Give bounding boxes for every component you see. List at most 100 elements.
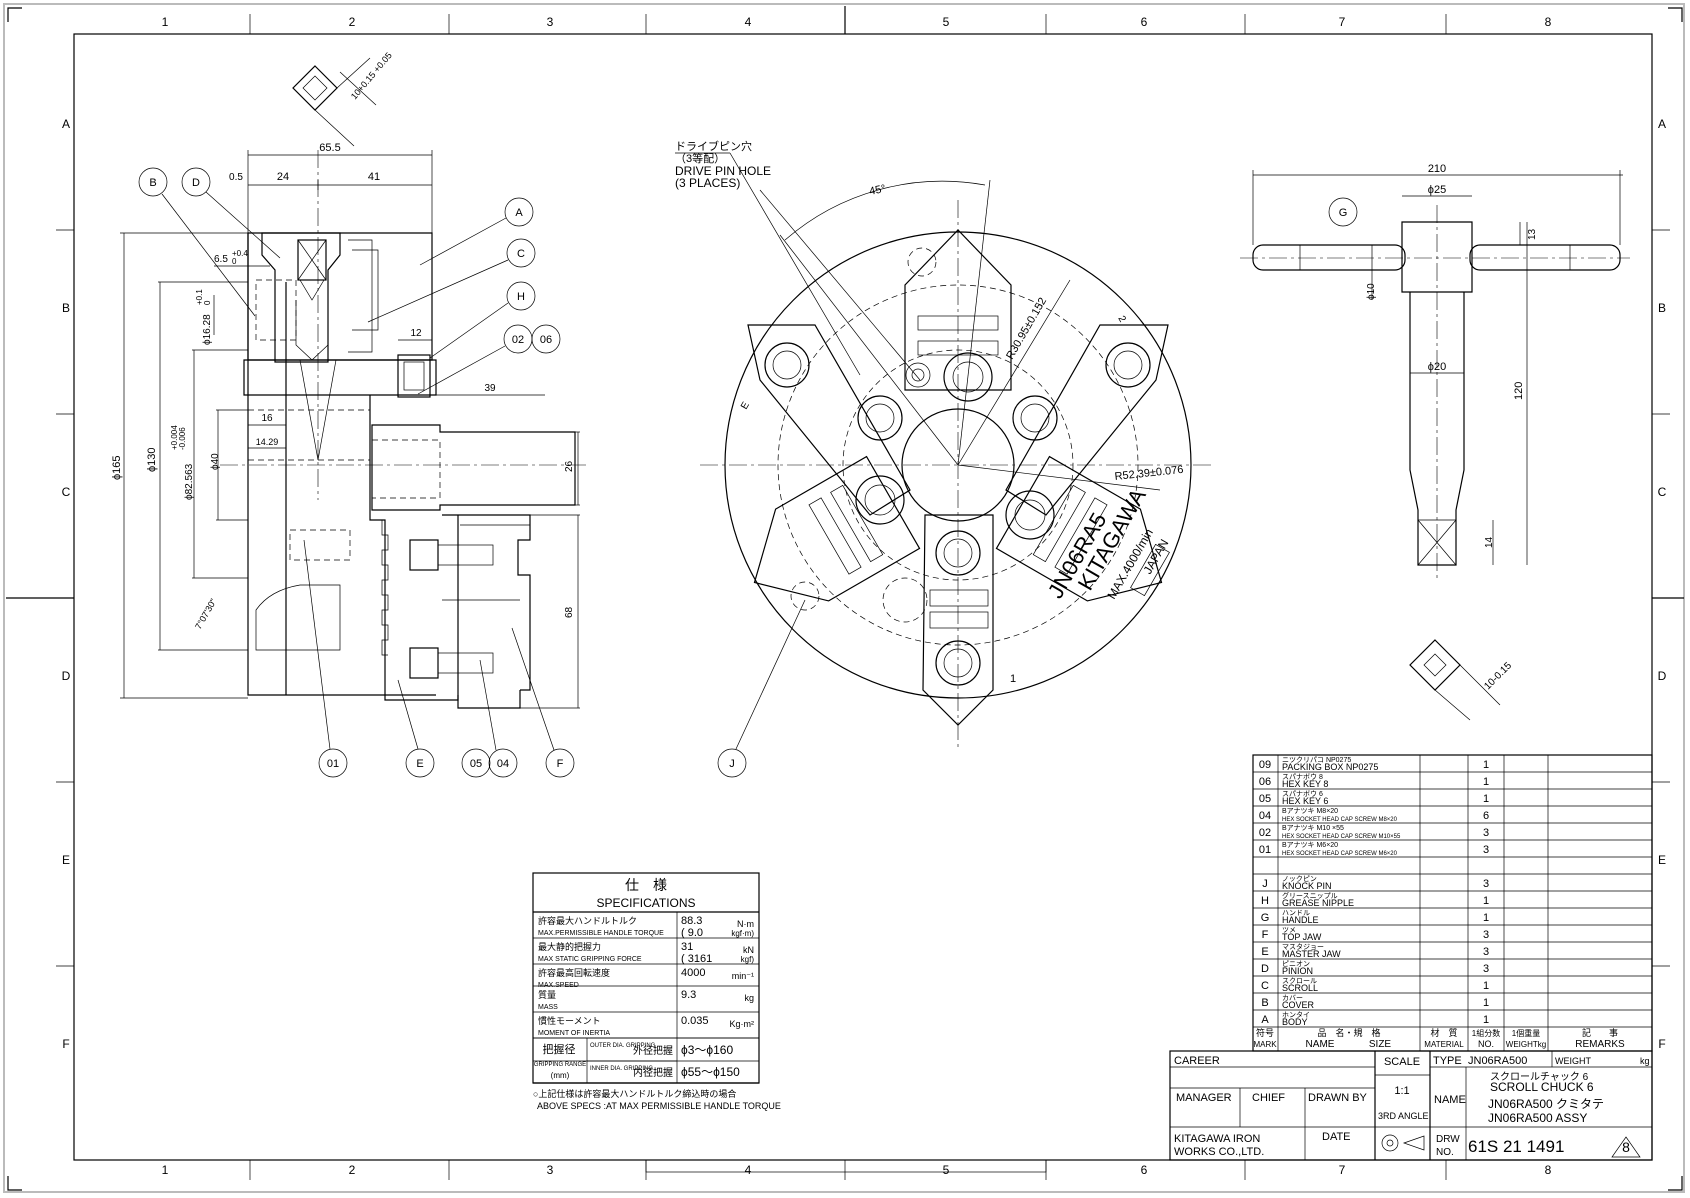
zone-col-top: 8 [1545, 15, 1552, 29]
part-name-jp: スパナボウ 6 [1282, 790, 1323, 798]
dim-26: 26 [564, 460, 575, 472]
part-name-jp: ホンタイ [1282, 1010, 1310, 1019]
drive-pin-note-en1: DRIVE PIN HOLE [675, 164, 771, 178]
zone-row-right: F [1658, 1037, 1665, 1051]
spec-unit: min⁻¹ [732, 971, 754, 981]
part-name-jp: ハンドル [1282, 910, 1310, 917]
part-name-jp: Bアナツキ M8×20 [1282, 807, 1338, 815]
svg-text:A: A [515, 207, 523, 219]
dim-20: ϕ20 [1428, 361, 1446, 373]
dim-14-29: 14.29 [256, 437, 279, 447]
spec-label-en: MOMENT OF INERTIA [538, 1030, 610, 1037]
part-name-en: GREASE NIPPLE [1282, 898, 1354, 908]
part-name-en: KNOCK PIN [1282, 881, 1332, 891]
zone-col-bottom: 7 [1339, 1163, 1346, 1177]
spec-unit: kN [743, 945, 754, 955]
tol-0-1a: +0.1 [195, 289, 204, 305]
part-mark: J [1262, 878, 1268, 890]
spec-rows: 許容最大ハンドルトルク MAX.PERMISSIBLE HANDLE TORQUE… [533, 915, 759, 1039]
spec-value: 31 [681, 941, 693, 953]
dim-120: 120 [1513, 382, 1525, 400]
spec-label-en: MAX.PERMISSIBLE HANDLE TORQUE [538, 930, 664, 937]
dim-24: 24 [277, 171, 289, 183]
part-name-en: HEX KEY 6 [1282, 796, 1328, 806]
svg-text:F: F [557, 758, 564, 770]
part-qty: 3 [1483, 878, 1489, 890]
part-name-en: TOP JAW [1282, 932, 1322, 942]
specs-note-jp: ○上記仕様は許容最大ハンドルトルク締込時の場合 [533, 1088, 736, 1099]
dim-40: ϕ40 [210, 453, 221, 470]
part-mark: E [1261, 946, 1268, 958]
grip-jp: 把握径 [543, 1042, 576, 1056]
zone-row-right: E [1658, 853, 1666, 867]
dim-0-5: 0.5 [229, 172, 243, 183]
zone-col-top: 5 [943, 15, 950, 29]
zone-col-bottom: 6 [1141, 1163, 1148, 1177]
spec-label-en: MAX.SPEED [538, 982, 579, 989]
tol-plus: +0.4 [232, 249, 248, 258]
part-mark: D [1261, 963, 1269, 975]
dim-6-5: 6.5 [214, 254, 228, 265]
part-name-jp: ピニオン [1282, 960, 1310, 968]
tb-no-label: NO. [1436, 1147, 1454, 1158]
dim-16: 16 [261, 413, 273, 424]
part-mark: 05 [1259, 793, 1271, 805]
parts-head-mat-jp: 材 質 [1430, 1027, 1457, 1038]
spec-label-jp: 質量 [538, 989, 556, 1000]
tb-name-en: SCROLL CHUCK 6 [1490, 1080, 1594, 1094]
part-mark: 06 [1259, 776, 1271, 788]
part-qty: 3 [1483, 827, 1489, 839]
part-mark: C [1261, 980, 1269, 992]
dim-41: 41 [368, 171, 380, 183]
part-mark: 02 [1259, 827, 1271, 839]
parts-head-name-en: NAME [1306, 1039, 1335, 1050]
specs-title-en: SPECIFICATIONS [596, 896, 695, 910]
parts-head-no-jp: 1組分数 [1472, 1028, 1500, 1038]
title-block: CAREER SCALE 1:1 TYPE JN06RA500 WEIGHT k… [1169, 1050, 1653, 1161]
spec-label-jp: 許容最大ハンドルトルク [538, 915, 637, 926]
balloon-c: C [367, 238, 536, 323]
zone-col-bottom: 5 [943, 1163, 950, 1177]
part-qty: 3 [1483, 929, 1489, 941]
svg-text:06: 06 [540, 334, 552, 346]
specs-note-en: ABOVE SPECS :AT MAX PERMISSIBLE HANDLE T… [537, 1101, 781, 1111]
parts-head-no-en: NO. [1478, 1039, 1494, 1049]
part-name-en: COVER [1282, 1000, 1315, 1010]
balloon-a: A [419, 197, 534, 266]
tb-date: DATE [1322, 1131, 1351, 1143]
svg-text:H: H [517, 291, 525, 303]
part-qty: 1 [1483, 793, 1489, 805]
zone-col-top: 7 [1339, 15, 1346, 29]
inner-val: ϕ55～ϕ150 [681, 1065, 740, 1079]
part-mark: H [1261, 895, 1269, 907]
zone-row-left: F [62, 1037, 69, 1051]
part-name-en: PACKING BOX NP0275 [1282, 762, 1378, 772]
part-qty: 3 [1483, 963, 1489, 975]
svg-text:C: C [517, 248, 525, 260]
svg-text:05: 05 [470, 758, 482, 770]
dim-165: ϕ165 [111, 455, 123, 480]
part-mark: F [1262, 929, 1269, 941]
svg-text:J: J [729, 758, 735, 770]
part-name-en: SCROLL [1282, 983, 1318, 993]
dim-39: 39 [484, 383, 496, 394]
dim-65-5: 65.5 [319, 142, 340, 154]
zone-row-left: B [62, 301, 70, 315]
balloon-05: 05 [461, 748, 491, 778]
dim-130: ϕ130 [146, 447, 158, 472]
zone-row-left: E [62, 853, 70, 867]
tb-name-jp: スクロールチャック 6 [1490, 1071, 1589, 1083]
spec-value: 0.035 [681, 1015, 709, 1027]
spec-value: 88.3 [681, 915, 702, 927]
tb-rev: 8 [1622, 1139, 1630, 1155]
tb-name-label: NAME [1434, 1094, 1466, 1106]
svg-text:G: G [1339, 207, 1348, 219]
svg-text:D: D [192, 177, 200, 189]
tol-0-1b: 0 [203, 300, 212, 305]
zone-col-top: 1 [162, 15, 169, 29]
parts-head-mat-en: MATERIAL [1424, 1040, 1464, 1049]
balloon-j: J [717, 599, 806, 778]
zone-row-right: B [1658, 301, 1666, 315]
